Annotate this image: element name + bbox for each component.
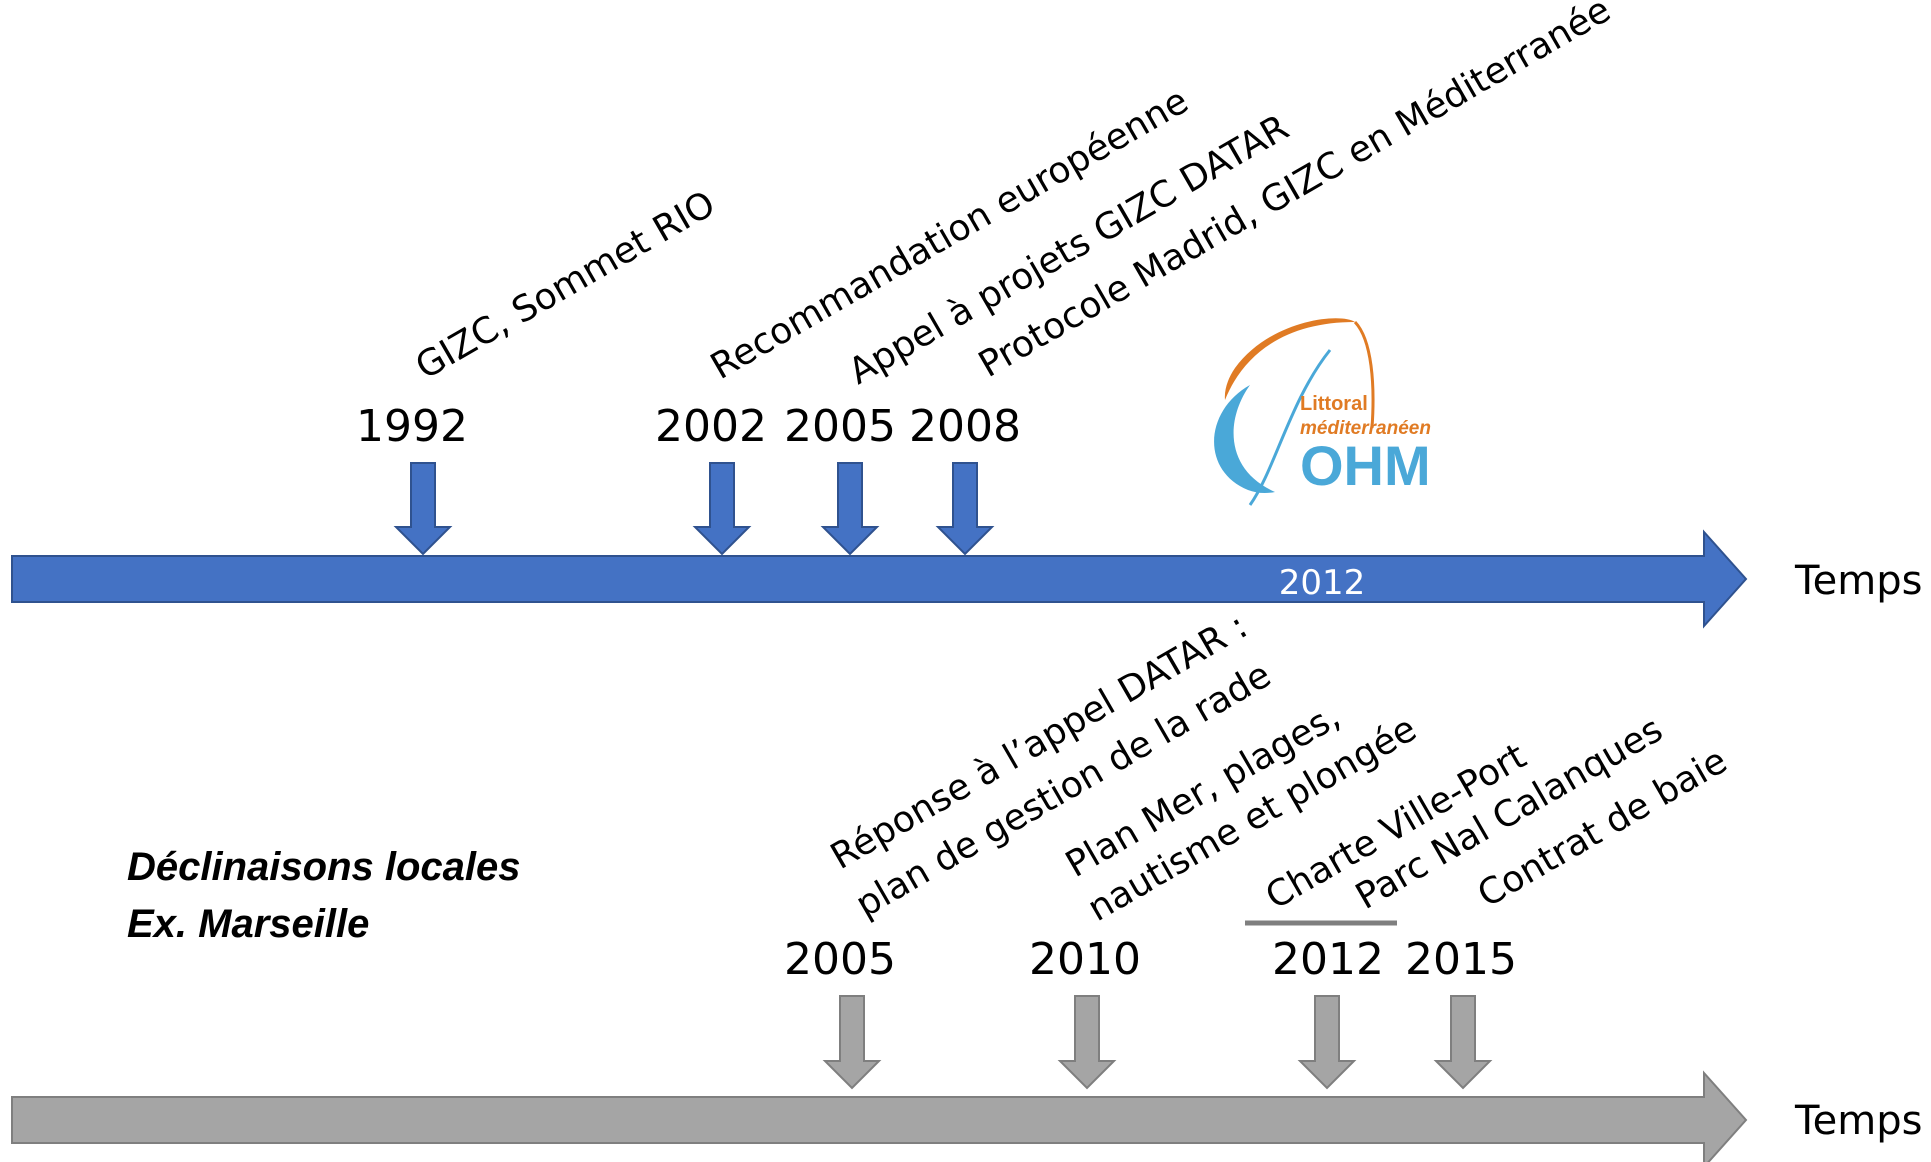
logo-text-ohm: OHM (1300, 434, 1431, 497)
ohm-logo: Littoral méditerranéen OHM (1214, 318, 1431, 506)
global-axis-label: Temps (1794, 558, 1922, 604)
local-event-year-2005: 2005 (784, 934, 896, 985)
event-arrow-2008 (935, 462, 995, 556)
local-event-arrow-2015 (1433, 995, 1493, 1090)
local-event-arrow-2005 (822, 995, 882, 1090)
event-year-2005: 2005 (784, 401, 896, 452)
event-year-2008: 2008 (909, 401, 1021, 452)
logo-orange-swoosh (1353, 320, 1375, 429)
logo-blue-arc (1214, 385, 1275, 494)
global-axis-arrow (11, 529, 1748, 629)
global-axis-year-label: 2012 (1279, 563, 1366, 603)
local-event-arrow-2010 (1057, 995, 1117, 1090)
local-event-year-2015: 2015 (1405, 934, 1517, 985)
event-arrow-1992 (393, 462, 453, 556)
local-timeline: Déclinaisons locales Ex. Marseille Temps… (11, 606, 1922, 1162)
global-timeline: 2012 Temps 1992 2002 2005 2008 GIZC, Som… (11, 0, 1922, 629)
logo-text-mediterraneen: méditerranéen (1300, 418, 1431, 439)
event-arrow-2005 (820, 462, 880, 556)
local-axis-label: Temps (1794, 1098, 1922, 1144)
logo-text-littoral: Littoral (1300, 393, 1368, 415)
local-event-year-2010: 2010 (1029, 934, 1141, 985)
local-event-year-2012: 2012 (1272, 934, 1384, 985)
event-arrow-2002 (692, 462, 752, 556)
logo-orange-arc (1224, 318, 1355, 400)
event-year-1992: 1992 (356, 401, 468, 452)
local-axis-arrow (11, 1070, 1748, 1162)
event-label-1992: GIZC, Sommet RIO (409, 183, 722, 387)
event-year-2002: 2002 (655, 401, 767, 452)
local-heading-line1: Déclinaisons locales (127, 845, 521, 889)
local-event-arrow-2012 (1297, 995, 1357, 1090)
logo-blue-swoosh (1248, 349, 1332, 506)
local-heading-line2: Ex. Marseille (127, 902, 369, 946)
